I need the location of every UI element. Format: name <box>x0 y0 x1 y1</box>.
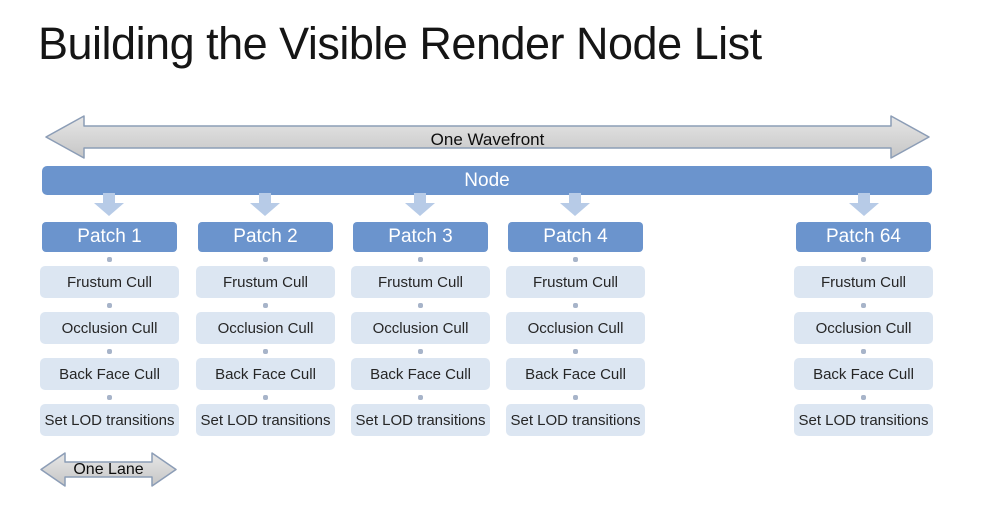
connector <box>351 298 490 312</box>
patch-column-3: Patch 3 Frustum Cull Occlusion Cull Back… <box>351 222 490 436</box>
page-title: Building the Visible Render Node List <box>38 18 762 69</box>
patch-header-label: Patch 2 <box>233 226 298 247</box>
connector <box>351 390 490 404</box>
patch-header: Patch 2 <box>198 222 333 252</box>
connector <box>196 344 335 358</box>
connector <box>794 298 933 312</box>
connector <box>794 252 933 266</box>
step-occlusion-cull: Occlusion Cull <box>794 312 933 344</box>
connector <box>196 298 335 312</box>
connector <box>506 252 645 266</box>
step-back-face-cull: Back Face Cull <box>40 358 179 390</box>
connector-dot <box>263 256 268 262</box>
connector <box>794 390 933 404</box>
connector <box>196 390 335 404</box>
down-arrow-icon <box>94 193 124 216</box>
connector-dot <box>861 256 866 262</box>
step-occlusion-cull: Occlusion Cull <box>196 312 335 344</box>
connector <box>40 298 179 312</box>
connector <box>40 252 179 266</box>
connector <box>196 252 335 266</box>
patch-column-1: Patch 1 Frustum Cull Occlusion Cull Back… <box>40 222 179 436</box>
one-lane-arrow-icon <box>40 452 177 487</box>
step-frustum-cull: Frustum Cull <box>196 266 335 298</box>
connector <box>506 390 645 404</box>
connector-dot <box>861 394 866 400</box>
patch-column-4: Patch 4 Frustum Cull Occlusion Cull Back… <box>506 222 645 436</box>
connector <box>794 344 933 358</box>
connector-dot <box>263 394 268 400</box>
connector-dot <box>573 302 578 308</box>
connector-dot <box>107 348 112 354</box>
node-label: Node <box>464 169 510 191</box>
patch-header-label: Patch 3 <box>388 226 453 247</box>
down-arrow-icon <box>560 193 590 216</box>
patch-header: Patch 64 <box>796 222 931 252</box>
step-frustum-cull: Frustum Cull <box>351 266 490 298</box>
wavefront-arrow-icon <box>45 115 930 159</box>
connector-dot <box>263 348 268 354</box>
connector-dot <box>107 394 112 400</box>
node-bar: Node <box>42 166 932 195</box>
connector-dot <box>573 256 578 262</box>
connector-dot <box>573 348 578 354</box>
patch-header-label: Patch 4 <box>543 226 608 247</box>
connector <box>506 344 645 358</box>
patch-header: Patch 1 <box>42 222 177 252</box>
step-back-face-cull: Back Face Cull <box>196 358 335 390</box>
connector-dot <box>418 256 423 262</box>
connector-dot <box>263 302 268 308</box>
step-back-face-cull: Back Face Cull <box>351 358 490 390</box>
connector-dot <box>418 302 423 308</box>
one-lane-label: One Lane <box>73 461 144 478</box>
connector-dot <box>418 394 423 400</box>
step-occlusion-cull: Occlusion Cull <box>40 312 179 344</box>
down-arrow-icon <box>250 193 280 216</box>
connector <box>40 390 179 404</box>
connector-dot <box>107 256 112 262</box>
connector <box>506 298 645 312</box>
wavefront-label: One Wavefront <box>430 130 545 149</box>
step-frustum-cull: Frustum Cull <box>794 266 933 298</box>
connector <box>351 344 490 358</box>
down-arrow-icon <box>405 193 435 216</box>
connector <box>351 252 490 266</box>
step-back-face-cull: Back Face Cull <box>506 358 645 390</box>
connector-dot <box>861 348 866 354</box>
patch-header-label: Patch 64 <box>826 226 901 247</box>
step-frustum-cull: Frustum Cull <box>40 266 179 298</box>
patch-column-64: Patch 64 Frustum Cull Occlusion Cull Bac… <box>794 222 933 436</box>
patch-header: Patch 4 <box>508 222 643 252</box>
patch-header-label: Patch 1 <box>77 226 142 247</box>
step-set-lod-transitions: Set LOD transitions <box>506 404 645 436</box>
step-frustum-cull: Frustum Cull <box>506 266 645 298</box>
step-set-lod-transitions: Set LOD transitions <box>196 404 335 436</box>
step-set-lod-transitions: Set LOD transitions <box>794 404 933 436</box>
step-occlusion-cull: Occlusion Cull <box>351 312 490 344</box>
connector-dot <box>861 302 866 308</box>
step-set-lod-transitions: Set LOD transitions <box>40 404 179 436</box>
patch-header: Patch 3 <box>353 222 488 252</box>
connector-dot <box>107 302 112 308</box>
down-arrow-icon <box>849 193 879 216</box>
connector <box>40 344 179 358</box>
step-set-lod-transitions: Set LOD transitions <box>351 404 490 436</box>
step-back-face-cull: Back Face Cull <box>794 358 933 390</box>
patch-column-2: Patch 2 Frustum Cull Occlusion Cull Back… <box>196 222 335 436</box>
connector-dot <box>418 348 423 354</box>
step-occlusion-cull: Occlusion Cull <box>506 312 645 344</box>
connector-dot <box>573 394 578 400</box>
